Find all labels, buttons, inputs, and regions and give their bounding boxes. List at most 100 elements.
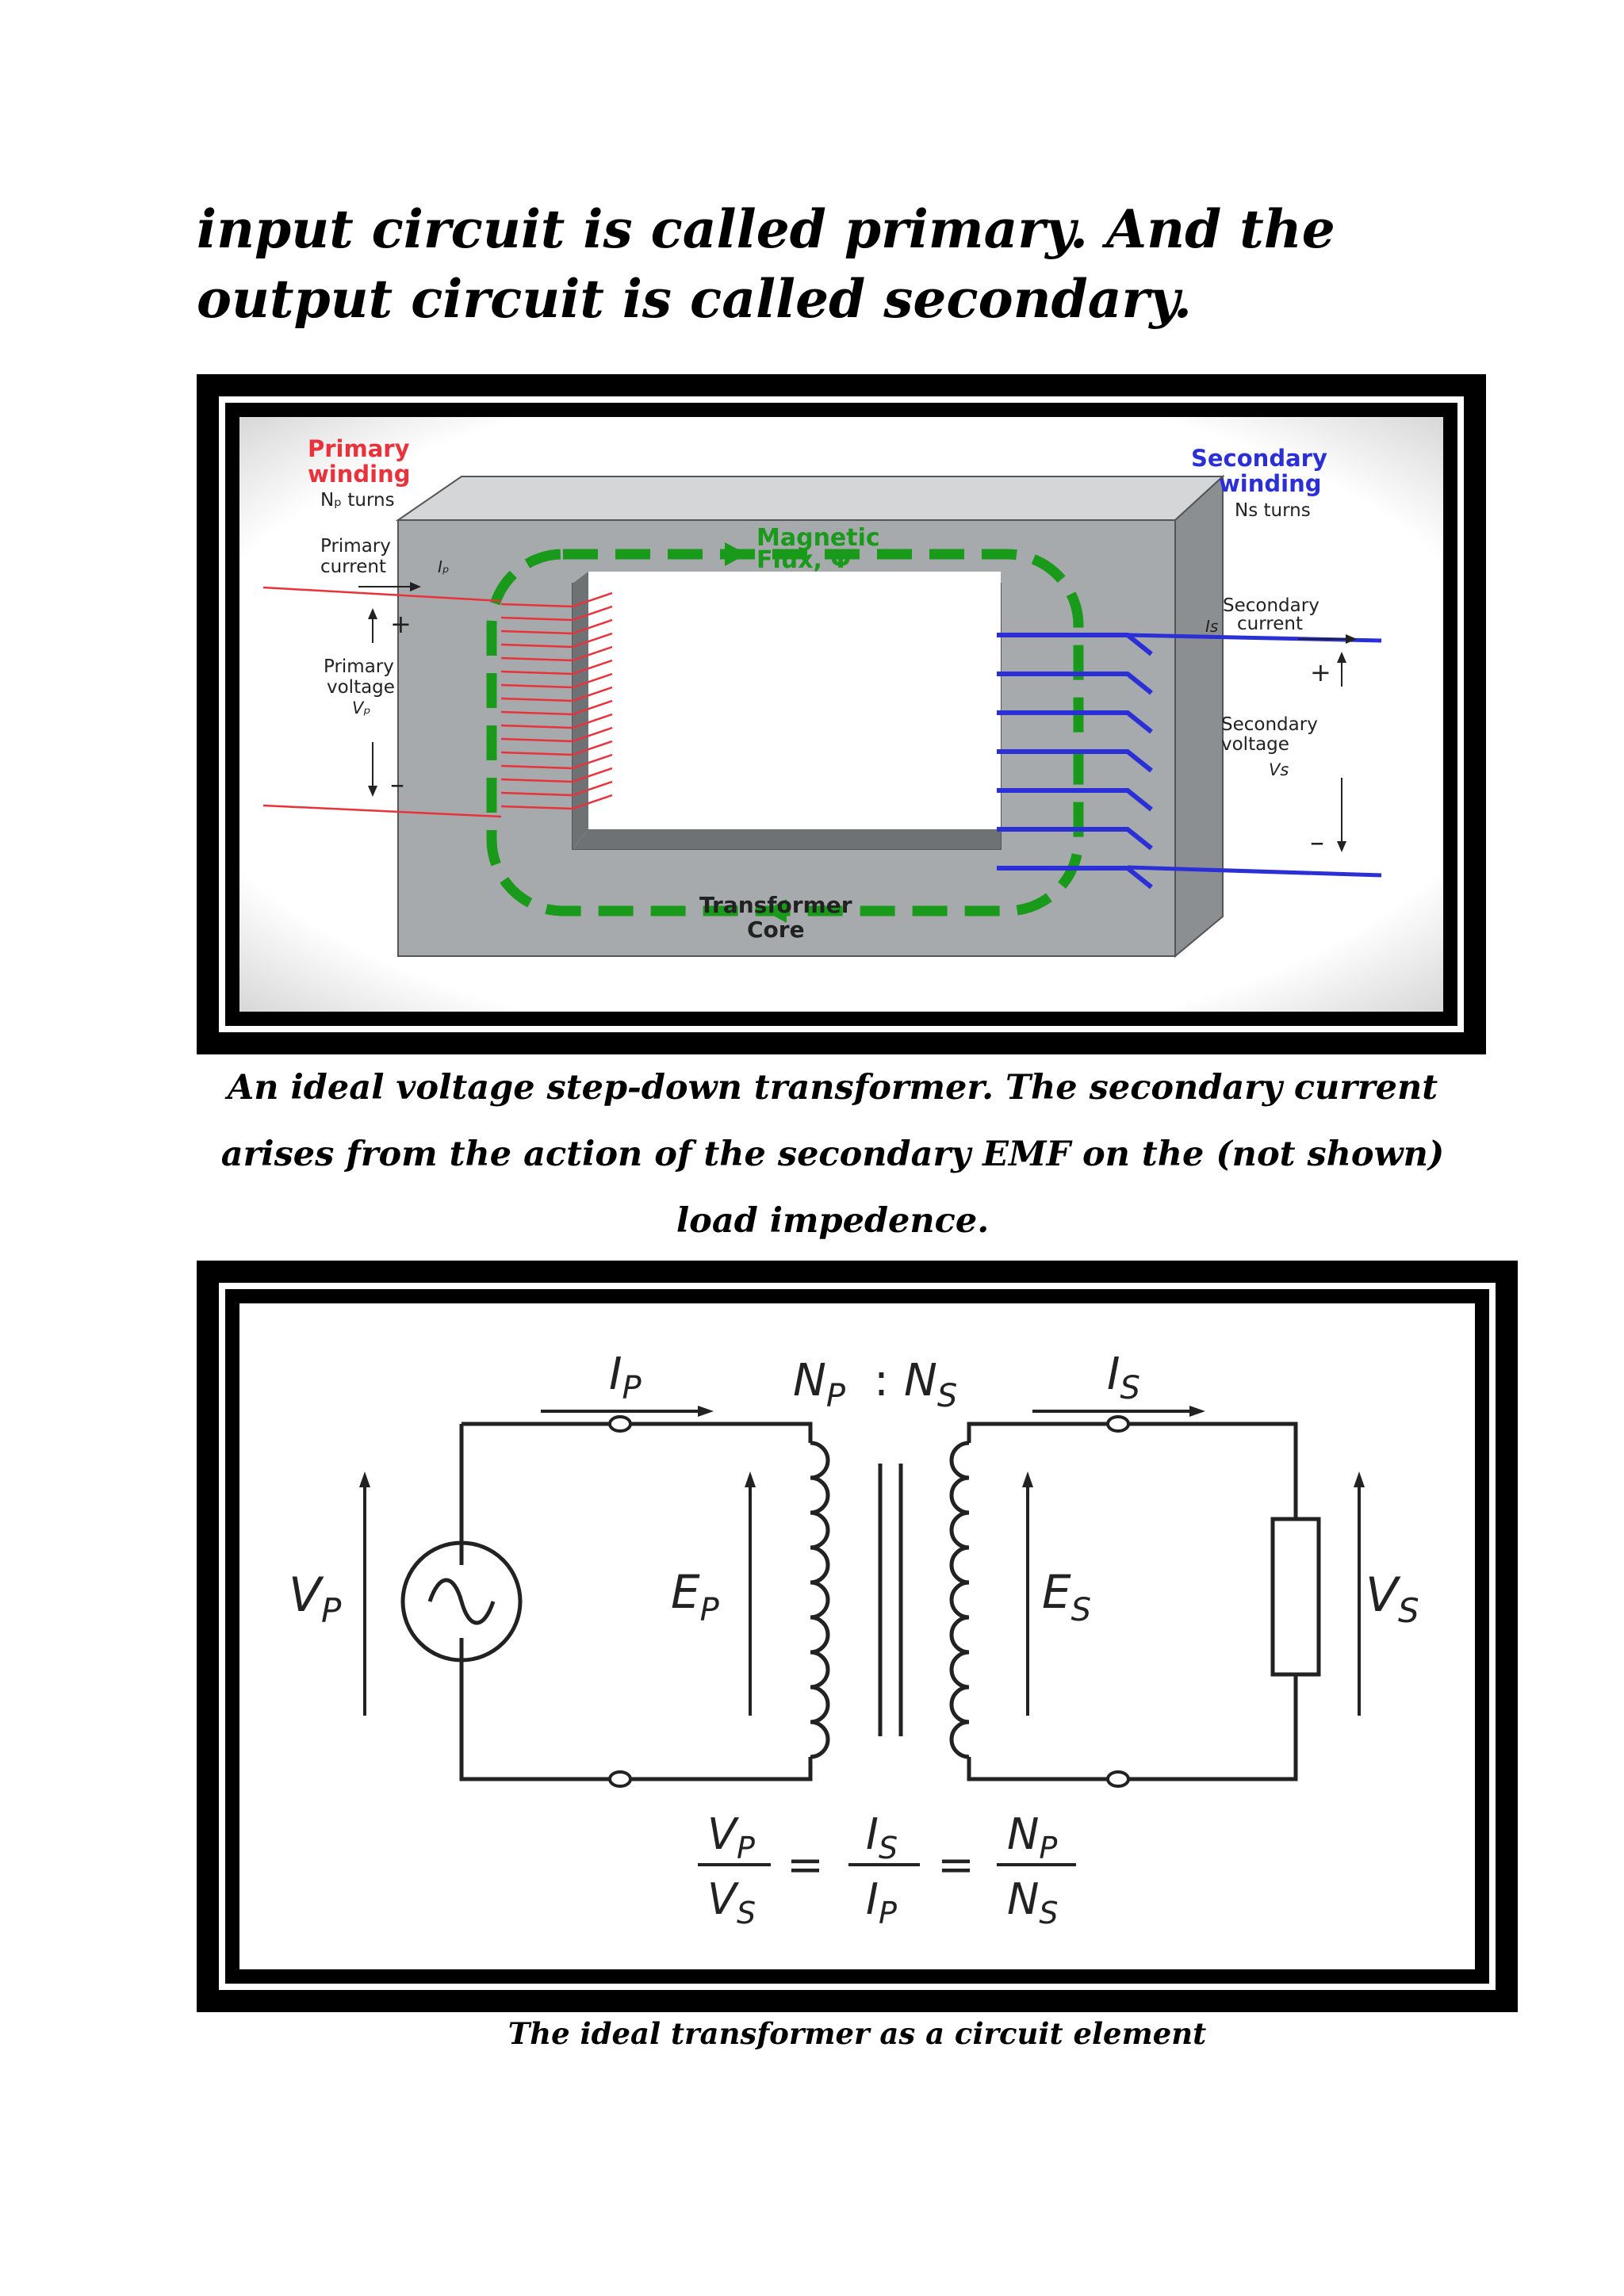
primary-voltage-arrowhead-top <box>368 608 377 619</box>
equation-equals-1: = <box>787 1839 824 1891</box>
primary-winding-turn <box>500 659 613 675</box>
equation-is: IS <box>866 1809 898 1866</box>
secondary-winding-label-1: Secondary <box>1191 445 1327 472</box>
primary-winding-turn <box>500 699 613 716</box>
secondary-minus-sign: – <box>1310 826 1324 859</box>
flux-arrow-top <box>725 542 747 566</box>
secondary-turns-label: Ns turns <box>1235 500 1311 521</box>
core-window <box>588 572 1001 829</box>
equation-ns: NS <box>1007 1874 1059 1931</box>
secondary-voltage-label-2: voltage <box>1221 734 1289 755</box>
primary-lead-bottom <box>262 804 502 818</box>
figure2-caption: The ideal transformer as a circuit eleme… <box>508 2016 1207 2051</box>
np-label: NP <box>793 1355 846 1414</box>
equation-equals-2: = <box>937 1839 975 1891</box>
ac-source <box>400 1540 523 1663</box>
core-right-face <box>1174 474 1224 959</box>
frame-border-band <box>219 1283 1496 1990</box>
secondary-winding-turn <box>997 788 1153 812</box>
secondary-winding-turn <box>997 827 1153 851</box>
primary-winding-turn <box>500 753 613 770</box>
equation-np: NP <box>1007 1809 1057 1866</box>
secondary-top-terminal <box>1106 1415 1130 1433</box>
secondary-winding-turn <box>997 672 1153 695</box>
secondary-lead-bottom <box>1127 865 1382 878</box>
flux-arrow-bottom <box>764 899 787 923</box>
secondary-winding-turn <box>997 710 1153 734</box>
secondary-voltage-label-1: Secondary <box>1221 714 1318 735</box>
es-label: ES <box>1042 1565 1091 1628</box>
secondary-voltage-arrowhead-top <box>1337 652 1346 663</box>
primary-winding-turn <box>500 632 613 649</box>
ip-label: IP <box>609 1349 642 1406</box>
primary-current-label-1: Primary <box>320 536 391 557</box>
secondary-current-label-2: current <box>1237 614 1303 634</box>
figure-frame-circuit: IP NP : NS IS VP EP ES VS VP VS = IS IP … <box>197 1261 1518 2012</box>
window-inner-bottom <box>573 829 1001 849</box>
secondary-current-label-1: Secondary <box>1223 595 1320 616</box>
equation-vs: VS <box>707 1874 756 1931</box>
is-label: IS <box>1107 1349 1140 1406</box>
secondary-current-arrowhead <box>1346 634 1357 644</box>
primary-lead-top <box>262 586 502 603</box>
primary-coil <box>810 1441 830 1759</box>
transformer-core-label-1: Transformer <box>699 892 852 918</box>
primary-current-label-2: current <box>320 557 386 577</box>
primary-voltage-label-2: voltage <box>327 677 395 698</box>
primary-winding-label-1: Primary <box>308 435 410 462</box>
secondary-voltage-arrowhead-bottom <box>1337 841 1346 852</box>
core-top-face <box>395 476 1225 521</box>
ep-arrowhead <box>745 1471 756 1487</box>
secondary-coil <box>949 1441 970 1759</box>
ideal-transformer-circuit: IP NP : NS IS VP EP ES VS VP VS = IS IP … <box>289 1349 1419 1931</box>
es-arrowhead <box>1022 1471 1033 1487</box>
primary-winding-turn <box>500 740 613 756</box>
figure1-caption: An ideal voltage step-down transformer. … <box>220 1068 1445 1241</box>
secondary-circuit-wire <box>967 1422 1298 1781</box>
primary-current-arrowhead <box>410 582 421 591</box>
vs-arrowhead <box>1354 1471 1365 1487</box>
primary-winding-turn <box>500 591 613 608</box>
primary-winding-label-2: winding <box>308 461 410 488</box>
primary-winding-turn <box>500 726 613 743</box>
primary-winding-turn <box>500 713 613 729</box>
primary-winding-turn <box>500 767 613 783</box>
transformer-core-diagram: Primary winding Nₚ turns Primary current… <box>239 417 1443 1012</box>
magnetic-flux-label-2: Flux, Φ <box>756 546 851 574</box>
ip-arrowhead <box>698 1406 714 1417</box>
ep-label: EP <box>671 1565 720 1628</box>
equation-ip: IP <box>866 1874 897 1931</box>
secondary-current-symbol: Is <box>1205 617 1218 636</box>
secondary-bottom-terminal <box>1106 1770 1130 1788</box>
load-resistor <box>1270 1517 1321 1677</box>
primary-circuit-wire <box>459 1422 813 1781</box>
frame-border-band <box>219 396 1464 1032</box>
transformer-core-label-2: Core <box>747 916 805 943</box>
primary-plus-sign: + <box>390 609 412 639</box>
primary-current-symbol: Iₚ <box>438 557 449 576</box>
primary-top-terminal <box>608 1415 632 1433</box>
secondary-winding-turn <box>997 749 1153 773</box>
heading-text: input circuit is called primary. And the… <box>197 198 1335 330</box>
turns-ratio-colon: : <box>874 1355 889 1406</box>
vp-arrowhead <box>359 1471 370 1487</box>
primary-winding-turn <box>500 780 613 797</box>
primary-winding-coil <box>500 591 613 810</box>
transformer-core-figure: Primary winding Nₚ turns Primary current… <box>239 417 1443 1012</box>
secondary-plus-sign: + <box>1310 657 1331 687</box>
primary-bottom-terminal <box>608 1770 632 1788</box>
primary-winding-turn <box>500 605 613 622</box>
primary-voltage-label-1: Primary <box>324 656 394 677</box>
ideal-transformer-circuit-figure: IP NP : NS IS VP EP ES VS VP VS = IS IP … <box>239 1303 1475 1969</box>
ns-label: NS <box>904 1355 957 1414</box>
primary-winding-turn <box>500 645 613 662</box>
figure-frame-transformer-core: Primary winding Nₚ turns Primary current… <box>197 374 1486 1054</box>
primary-winding-turn <box>500 686 613 702</box>
vs-label: VS <box>1365 1567 1419 1630</box>
primary-winding-turn <box>500 672 613 689</box>
primary-turns-label: Nₚ turns <box>320 490 395 511</box>
ac-source-sine-icon <box>427 1578 496 1625</box>
primary-voltage-arrowhead-bottom <box>368 786 377 797</box>
vp-label: VP <box>289 1567 342 1630</box>
equation-vp: VP <box>707 1809 755 1866</box>
